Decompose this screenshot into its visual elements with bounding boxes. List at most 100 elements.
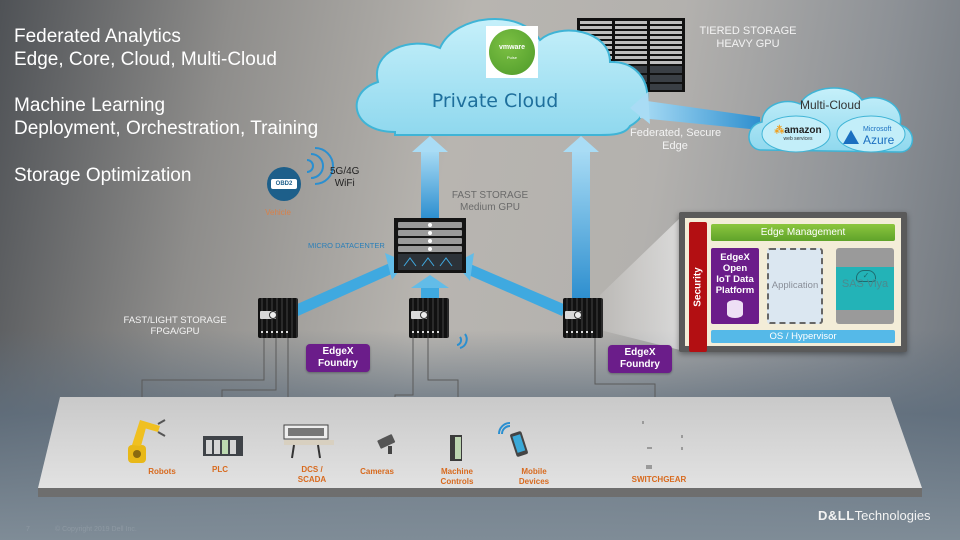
database-icon [727,300,743,318]
sas-band [836,267,894,310]
tiered-storage-line2: HEAVY GPU [716,38,780,50]
arrow-gateway2-to-micro [411,275,449,299]
azure-logo-text: Azure [863,133,895,147]
fast-light-storage-line1: FAST/LIGHT STORAGE [123,315,227,326]
cloud-check-icon: ✓ [856,270,876,282]
azure-logo-top: Microsoft [863,126,892,133]
vehicle-label: Vehicle [265,208,291,217]
zoom-beam [600,218,680,350]
azure-icon [843,130,859,144]
device-label-robots: Robots [148,467,176,476]
edgex-platform-line2: Open [722,263,748,274]
micro-datacenter-server [394,218,466,273]
federated-edge-line2: Edge [662,140,688,152]
edgex-platform-line1: EdgeX [720,252,750,263]
tiered-storage-line1: TIERED STORAGE [699,25,797,37]
edgex-badge-1-line1: EdgeX [322,346,354,357]
headline-ml: Machine Learning Deployment, Orchestrati… [14,94,318,140]
tiered-storage-racks [577,18,685,92]
page-number: 7 [26,526,30,533]
edge-management-layer: Edge Management [711,224,895,241]
headline-storage: Storage Optimization [14,164,191,187]
vehicle-connectivity-line1: 5G/4G [330,166,360,177]
arrow-multicloud-to-cloud [630,92,760,130]
vmware-logo-text: vmware [498,44,526,51]
vehicle-connectivity-line2: WiFi [334,178,355,189]
device-label-machine-line2: Controls [440,477,474,486]
edgex-iot-platform: EdgeX Open IoT Data Platform [711,248,759,324]
os-hypervisor-layer: OS / Hypervisor [711,330,895,343]
arrow-gateway1-to-micro [295,253,406,316]
device-label-dcs-line2: SCADA [297,475,327,484]
camera-icon [377,434,396,454]
headline-ml-sub: Deployment, Orchestration, Training [14,118,319,139]
industrial-floor-platform [38,397,922,497]
tiered-storage-label: TIERED STORAGE HEAVY GPU [693,25,803,51]
vehicle-obd2-text: OBD2 [271,179,297,189]
edge-gateway-2 [409,298,449,338]
device-label-mobile-line1: Mobile [521,467,547,476]
dell-logo-text: Technologies [854,508,931,523]
device-label-plc: PLC [212,465,228,474]
vmware-logo: vmware Pulse [486,26,538,78]
fast-light-storage-line2: FPGA/GPU [150,326,200,337]
device-label-switchgear: SWITCHGEAR [631,475,687,484]
fast-light-storage-label: FAST/LIGHT STORAGE FPGA/GPU [112,315,238,337]
headline-ml-title: Machine Learning [14,95,166,116]
edgex-badge-2-line1: EdgeX [624,347,656,358]
edgex-foundry-badge-2: EdgeX Foundry [608,345,672,373]
security-label: Security [692,267,704,307]
device-label-machine-controls: Machine Controls [434,467,480,487]
amazon-logo-text: amazon [784,125,822,136]
edgex-foundry-badge-1: EdgeX Foundry [306,344,370,372]
edge-stack-panel: Security Edge Management EdgeX Open IoT … [679,212,907,352]
edge-gateway-3 [563,298,603,338]
federated-edge-line1: Federated, Secure [630,127,722,139]
headline-storage-title: Storage Optimization [14,165,192,186]
amazon-logo-subtext: web services [783,136,813,142]
vmware-logo-subtext: Pulse [506,55,517,60]
micro-datacenter-label: MICRO DATACENTER [308,241,385,250]
dcs-scada-icon [283,424,334,459]
dell-technologies-logo: D&LLTechnologies [818,508,931,523]
headline-federated-title: Federated Analytics [14,26,181,47]
plc-icon [203,436,243,456]
edgex-badge-2-line2: Foundry [620,359,660,370]
copyright-text: © Copyright 2019 Dell Inc. [55,526,137,533]
machine-controls-icon [450,435,462,461]
federated-edge-label: Federated, Secure Edge [630,127,722,153]
arrow-gateway3-to-micro [455,253,566,316]
device-label-dcs-line1: DCS / [301,465,323,474]
edge-gateway-1 [258,298,298,338]
device-label-mobile-line2: Devices [518,477,550,486]
application-slot: Application [767,248,823,324]
arrow-micro-to-cloud [412,136,448,218]
switchgear-icon [642,421,683,469]
vehicle-wifi-icon [306,147,334,185]
fast-storage-line1: FAST STORAGE [451,190,529,201]
headline-federated: Federated Analytics Edge, Core, Cloud, M… [14,25,277,71]
fast-storage-line2: Medium GPU [459,202,520,213]
arrow-gateway3-to-cloud [563,136,599,298]
device-label-dcs-scada: DCS / SCADA [290,465,334,485]
fast-storage-label: FAST STORAGE Medium GPU [440,190,540,214]
robot-icon [128,419,166,463]
sas-viya-block: ✓ SAS Viya [836,248,894,324]
private-cloud-label: Private Cloud [431,90,559,112]
multi-cloud-label: Multi-Cloud [800,98,861,112]
vehicle-connectivity: 5G/4G WiFi [330,166,359,190]
security-layer: Security [689,222,707,352]
amazon-logo: ⁂amazon web services [770,125,826,143]
edgex-platform-line3: IoT Data [716,274,754,285]
dell-logo-mark: D&LL [818,508,855,523]
edgex-badge-1-line2: Foundry [318,358,358,369]
mobile-device-icon [498,422,528,457]
gateway-wifi-icon [456,333,468,349]
headline-federated-sub: Edge, Core, Cloud, Multi-Cloud [14,49,277,70]
vehicle-obd2-icon: OBD2 [267,167,301,201]
device-label-machine-line1: Machine [440,467,473,476]
device-label-cameras: Cameras [360,467,394,476]
sas-viya-label: SAS Viya [841,278,889,290]
edgex-platform-line4: Platform [715,285,755,296]
device-label-mobile-devices: Mobile Devices [512,467,556,487]
